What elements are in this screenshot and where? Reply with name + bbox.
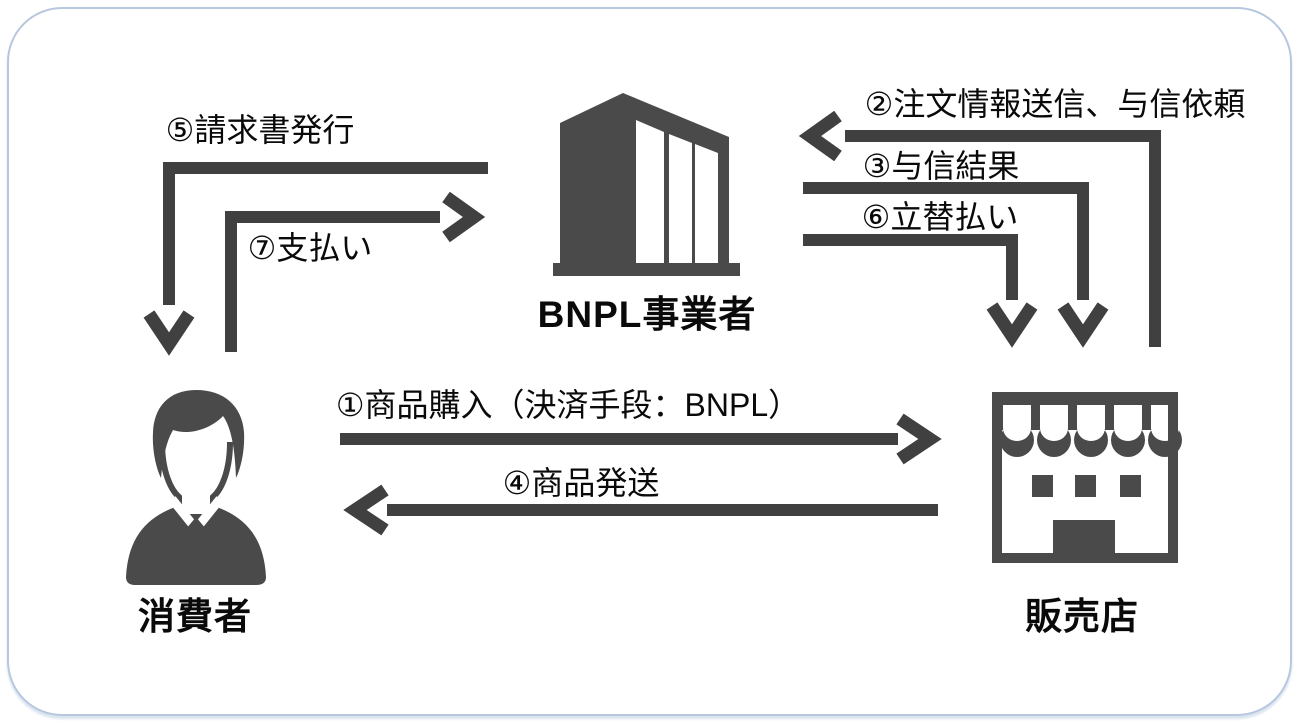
flow-1-arrow (340, 413, 942, 465)
flow-6-label: ⑥立替払い (861, 199, 1019, 235)
businessperson-icon (126, 390, 266, 585)
flow-5-arrow (143, 162, 488, 356)
consumer-entity-label: 消費者 (138, 596, 252, 637)
flow-3-label: ③与信結果 (862, 148, 1020, 184)
flow-7-arrow (225, 191, 486, 352)
flow-2-label: ②注文情報送信、与信依頼 (864, 86, 1246, 122)
flow-2-arrow (798, 110, 1161, 347)
store-door (1053, 520, 1115, 554)
rounded-border-frame (7, 7, 1292, 716)
flow-3-arrow (803, 182, 1109, 348)
store-entity-label: 販売店 (1025, 596, 1139, 637)
flow-arrows (143, 110, 1161, 536)
store-windows (1032, 475, 1141, 497)
storefront-icon (992, 392, 1182, 563)
flow-4-label: ④商品発送 (502, 465, 660, 501)
flow-5-label: ⑤請求書発行 (165, 112, 355, 148)
bnpl-entity-label: BNPL事業者 (537, 294, 757, 335)
flow-1-label: ①商品購入（決済手段：BNPL） (335, 387, 801, 423)
flow-7-label: ⑦支払い (247, 230, 373, 266)
office-building-icon (553, 93, 740, 276)
flow-6-arrow (803, 234, 1038, 348)
flow-4-arrow (343, 484, 938, 536)
